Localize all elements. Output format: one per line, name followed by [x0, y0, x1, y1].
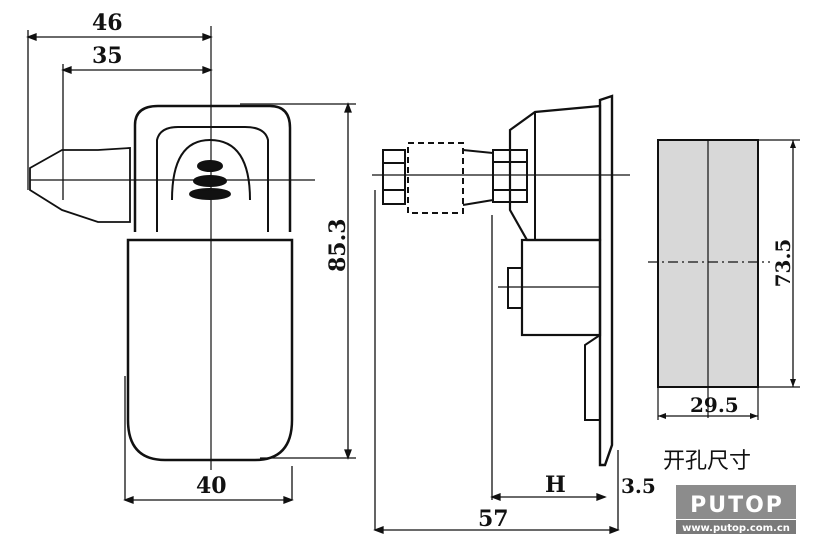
dim-h-label: H [545, 472, 566, 498]
dim-57-label: 57 [478, 506, 509, 532]
logo-url-bar [676, 520, 796, 534]
dimension-46 [26, 30, 213, 190]
back-bracket [584, 334, 601, 421]
housing [508, 104, 602, 242]
handle-u-outer [133, 104, 292, 232]
dimension-h [490, 493, 607, 501]
handle-tab [29, 147, 131, 223]
dim-40-label: 40 [196, 473, 227, 499]
lock-mark-1 [197, 160, 223, 172]
dim-73-5-label: 73.5 [771, 239, 795, 288]
lock-body [126, 238, 294, 462]
threaded-body [407, 142, 464, 214]
cutout-caption: 开孔尺寸 [663, 449, 751, 474]
dim-3-5-label: 3.5 [621, 474, 656, 498]
putop-logo: PUTOP www.putop.com.cn [676, 485, 796, 534]
logo-url: www.putop.com.cn [682, 523, 790, 534]
dimension-40 [123, 496, 294, 504]
cutout-view [648, 139, 800, 420]
lock-cylinder-arc [171, 138, 251, 201]
dimension-85-3 [240, 102, 356, 460]
side-view [372, 94, 630, 534]
logo-brand: PUTOP [690, 493, 784, 518]
lock-mark-2 [193, 175, 227, 187]
front-view [26, 26, 356, 504]
handle-u-inner [156, 126, 269, 232]
logo-banner [676, 485, 796, 519]
dim-29-5-label: 29.5 [690, 393, 739, 417]
dim-85-3-label: 85.3 [325, 218, 351, 272]
side-bolt [507, 267, 523, 309]
dim-46-label: 46 [92, 10, 123, 36]
dim-35-label: 35 [92, 43, 123, 69]
nut [382, 149, 406, 205]
dimension-35 [61, 64, 213, 200]
dimension-57 [373, 526, 620, 534]
lock-mark-3 [189, 188, 231, 200]
flange-plate [598, 94, 614, 467]
shaft-cone [462, 149, 494, 206]
